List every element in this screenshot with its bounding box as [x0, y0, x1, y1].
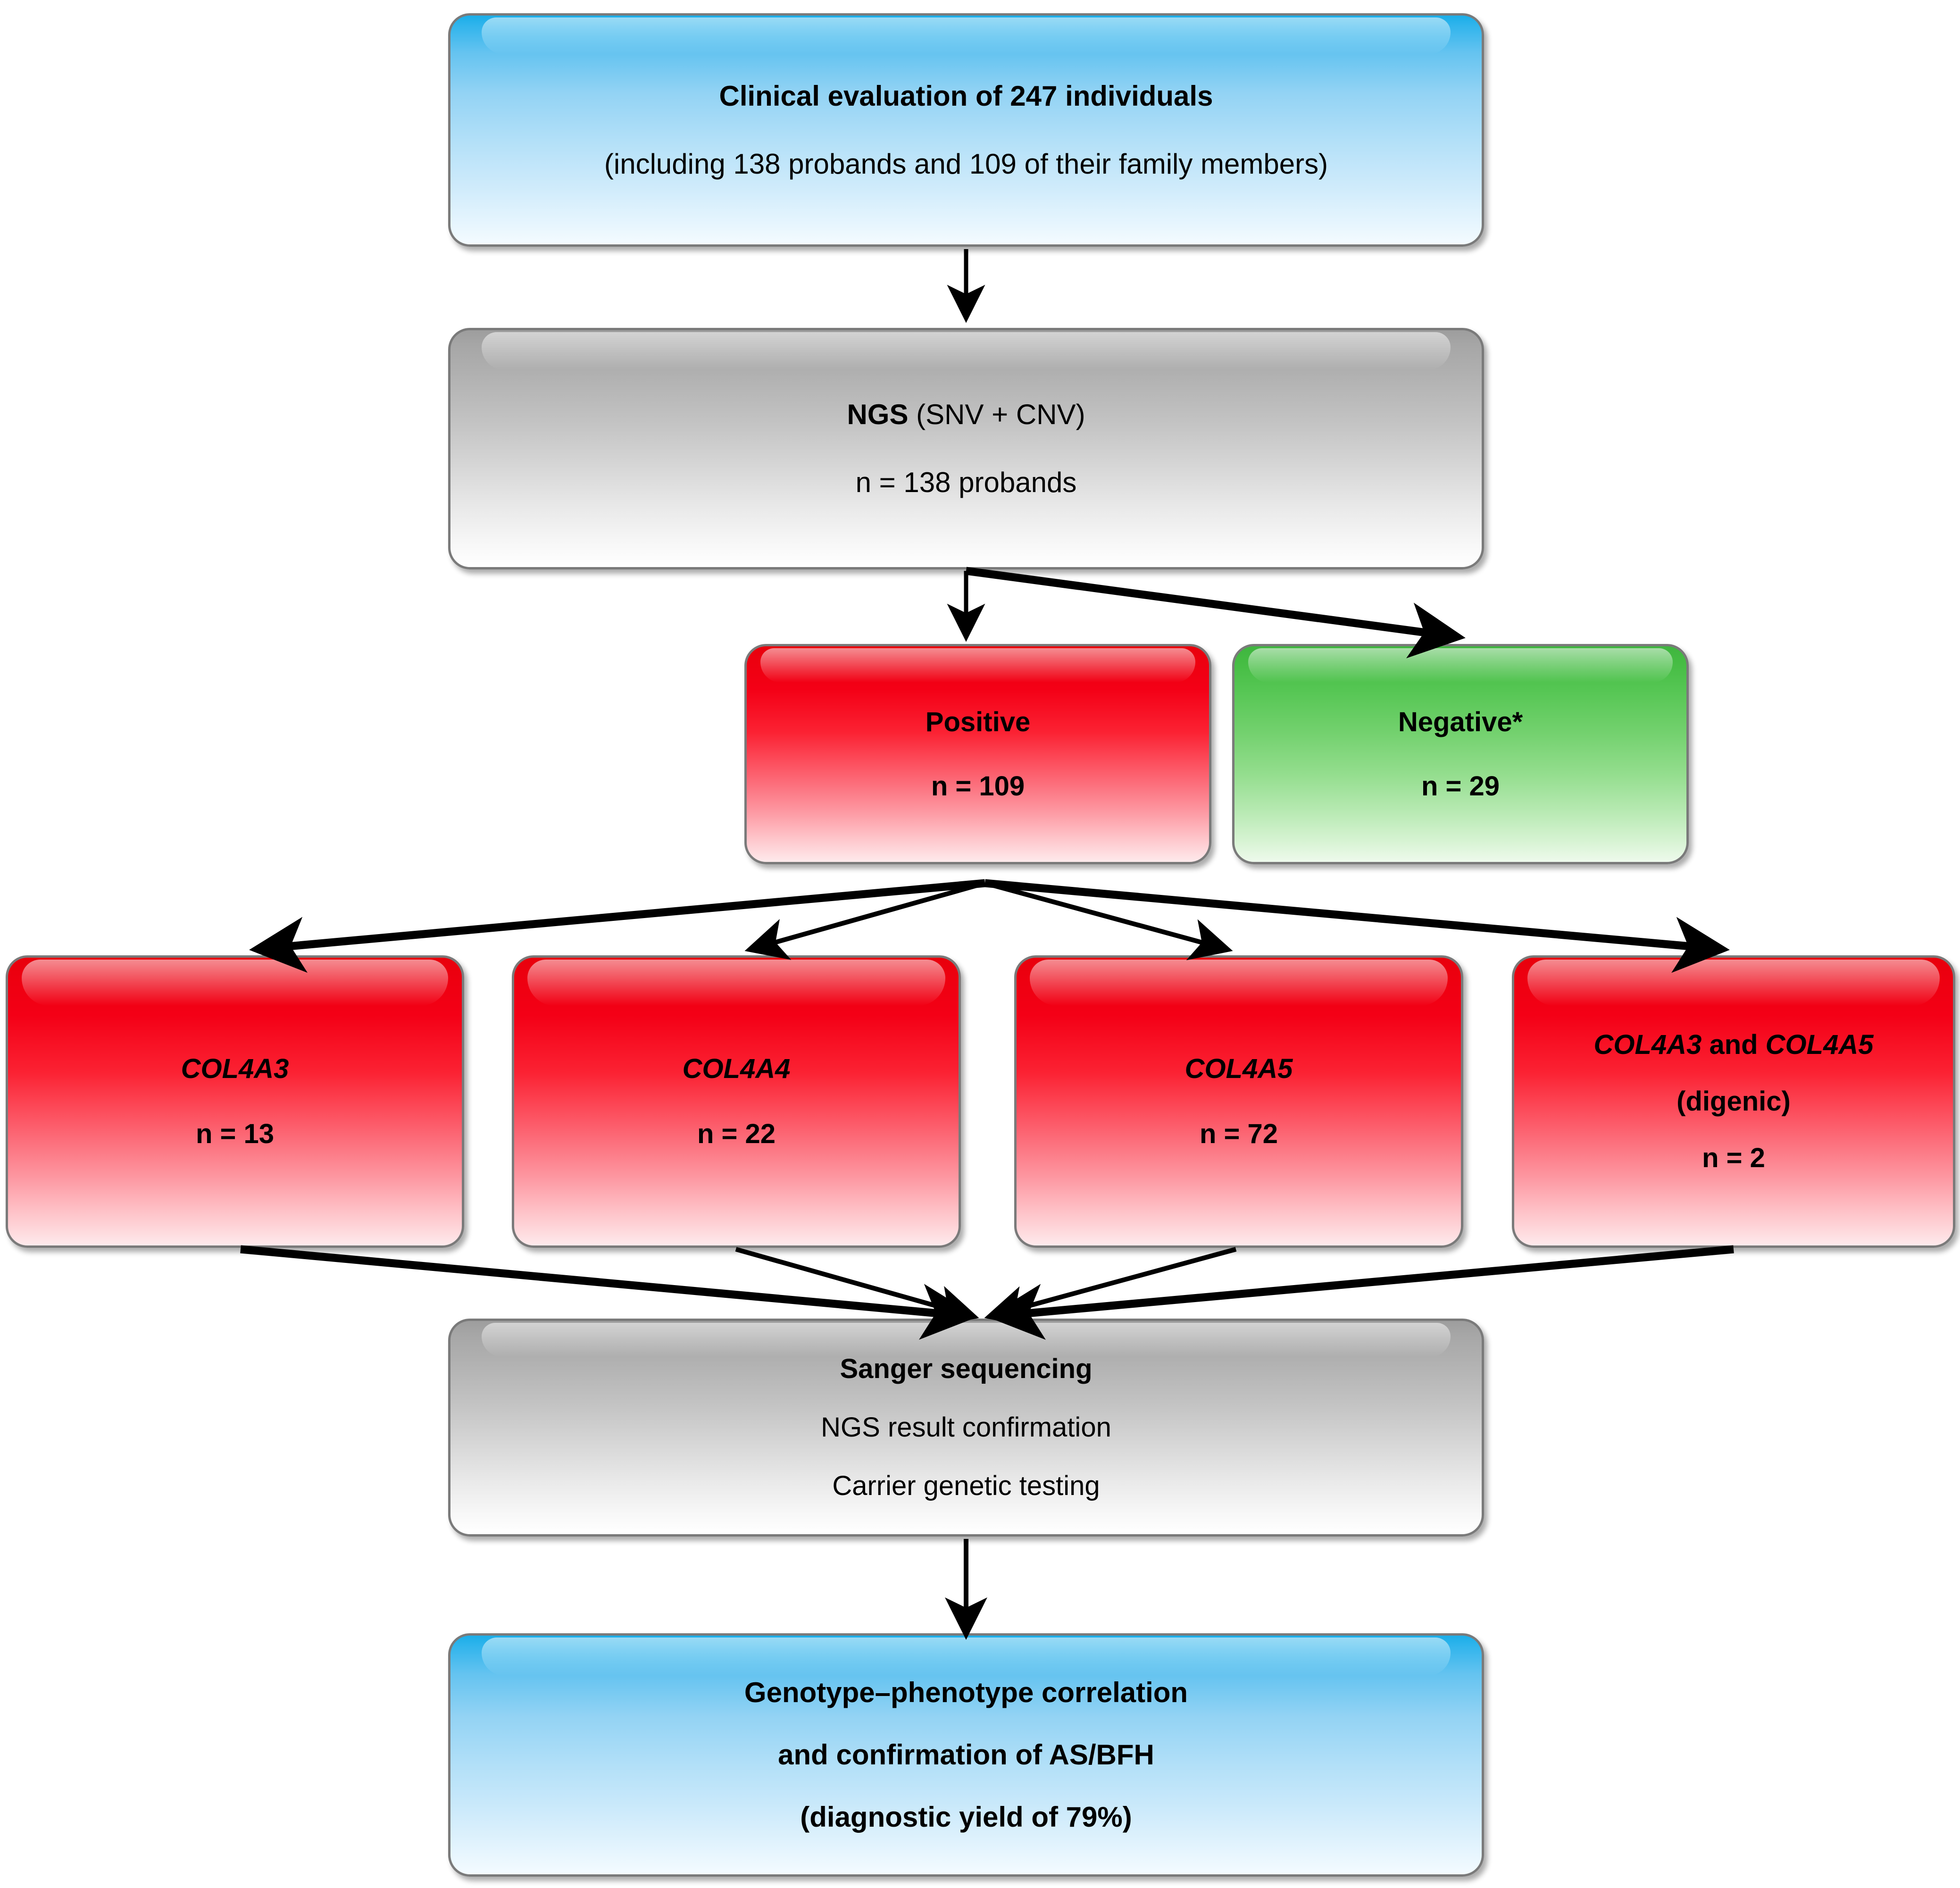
positive-label: Positive: [925, 706, 1031, 737]
negative-label: Negative*: [1398, 706, 1523, 737]
ngs-label-bold: NGS: [847, 399, 909, 430]
clinical-evaluation-line1: Clinical evaluation of 247 individuals: [719, 80, 1213, 112]
node-sanger-sequencing[interactable]: Sanger sequencing NGS result confirmatio…: [448, 1319, 1484, 1537]
arrow-ngs-to-negative: [965, 567, 1466, 659]
col4a4-gene: COL4A4: [682, 1053, 791, 1084]
digenic-genes: COL4A3 and COL4A5: [1514, 1031, 1953, 1059]
clinical-evaluation-line2: (including 138 probands and 109 of their…: [604, 148, 1328, 180]
col4a4-count: n = 22: [697, 1119, 776, 1149]
conclusion-line2: and confirmation of AS/BFH: [778, 1739, 1154, 1771]
node-negative[interactable]: Negative* n = 29: [1232, 644, 1689, 864]
node-col4a5[interactable]: COL4A5 n = 72: [1014, 955, 1463, 1248]
col4a5-gene: COL4A5: [1184, 1053, 1293, 1084]
node-digenic[interactable]: COL4A3 and COL4A5 (digenic) n = 2: [1512, 955, 1955, 1248]
sanger-line1: Sanger sequencing: [840, 1353, 1093, 1384]
ngs-line2: n = 138 probands: [855, 467, 1077, 498]
arrow-col4a5-to-sanger: [984, 1247, 1237, 1328]
arrow-positive-to-col4a3: [249, 879, 985, 973]
node-ngs[interactable]: NGS (SNV + CNV) n = 138 probands: [448, 328, 1484, 569]
digenic-conjunction: and: [1701, 1029, 1766, 1060]
arrow-positive-to-digenic: [984, 879, 1730, 973]
col4a3-gene: COL4A3: [181, 1053, 289, 1084]
sanger-line3: Carrier genetic testing: [832, 1470, 1100, 1501]
conclusion-line3: (diagnostic yield of 79%): [800, 1801, 1132, 1833]
arrow-col4a4-to-sanger: [735, 1247, 979, 1327]
arrow-positive-to-col4a5: [984, 881, 1233, 961]
col4a5-count: n = 72: [1199, 1119, 1278, 1149]
node-conclusion[interactable]: Genotype–phenotype correlation and confi…: [448, 1633, 1484, 1877]
digenic-count: n = 2: [1702, 1143, 1765, 1173]
node-clinical-evaluation[interactable]: Clinical evaluation of 247 individuals (…: [448, 13, 1484, 247]
col4a3-count: n = 13: [195, 1119, 275, 1149]
node-col4a3[interactable]: COL4A3 n = 13: [6, 955, 464, 1248]
ngs-line1: NGS (SNV + CNV): [450, 401, 1482, 429]
digenic-subtitle: (digenic): [1676, 1086, 1791, 1117]
conclusion-line1: Genotype–phenotype correlation: [744, 1677, 1188, 1708]
node-col4a4[interactable]: COL4A4 n = 22: [512, 955, 961, 1248]
positive-count: n = 109: [931, 770, 1025, 802]
arrow-positive-to-col4a4: [744, 881, 986, 960]
ngs-label-rest: (SNV + CNV): [908, 399, 1085, 430]
digenic-gene-a: COL4A3: [1593, 1029, 1702, 1060]
digenic-gene-b: COL4A5: [1765, 1029, 1874, 1060]
node-positive[interactable]: Positive n = 109: [744, 644, 1211, 864]
sanger-line2: NGS result confirmation: [821, 1412, 1111, 1443]
negative-count: n = 29: [1421, 770, 1500, 802]
arrow-digenic-to-sanger: [987, 1245, 1734, 1340]
arrow-col4a3-to-sanger: [240, 1245, 977, 1340]
